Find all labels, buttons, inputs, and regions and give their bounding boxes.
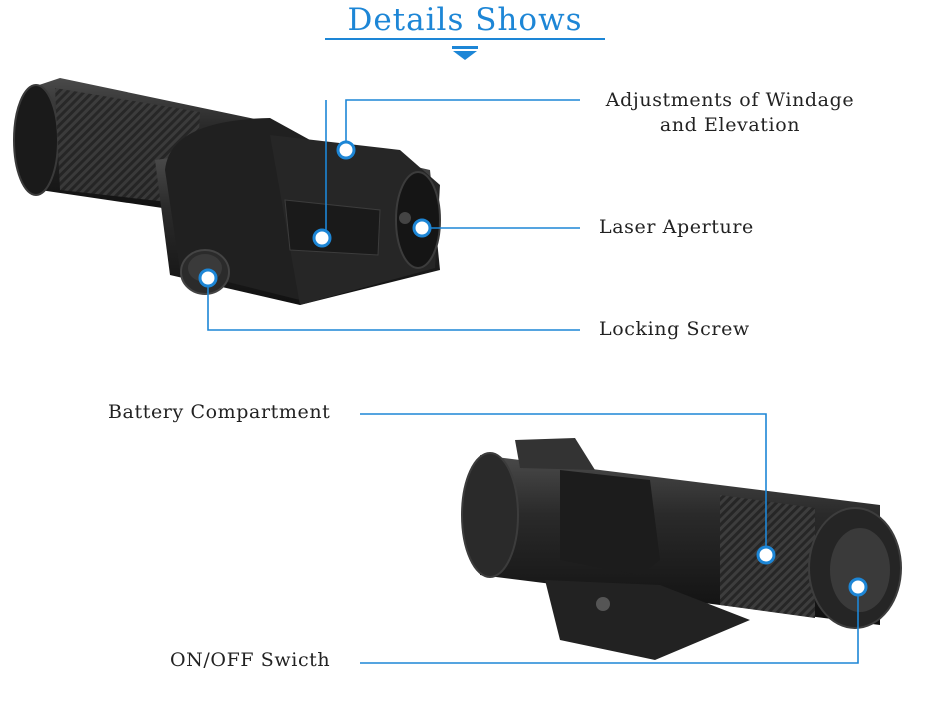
label-laser-aperture: Laser Aperture [599, 216, 754, 238]
label-locking-screw: Locking Screw [599, 318, 750, 340]
callout-dot-aperture [412, 218, 432, 238]
label-on-off-switch: ON/OFF Swicth [170, 649, 331, 671]
callout-dot-adjustments [336, 140, 356, 160]
tail-switch-button [830, 528, 890, 612]
title-underline [325, 38, 605, 40]
laser-sight-device [13, 78, 441, 305]
page-title: Details Shows [347, 2, 583, 38]
callout-line-on-off [360, 587, 859, 664]
callout-dot-on-off [848, 577, 868, 597]
label-battery-compartment: Battery Compartment [108, 401, 331, 423]
callout-dot-locking [198, 268, 218, 288]
double-chevron-down-icon [452, 46, 478, 60]
flashlight-device [461, 438, 902, 660]
callout-dot-adjustments-2 [312, 228, 332, 248]
label-adjustments: Adjustments of Windage and Elevation [605, 89, 855, 136]
callout-line-locking [207, 278, 580, 331]
callout-dot-battery [756, 545, 776, 565]
callout-line-adjustments [345, 99, 580, 150]
callout-line-battery [360, 413, 767, 555]
